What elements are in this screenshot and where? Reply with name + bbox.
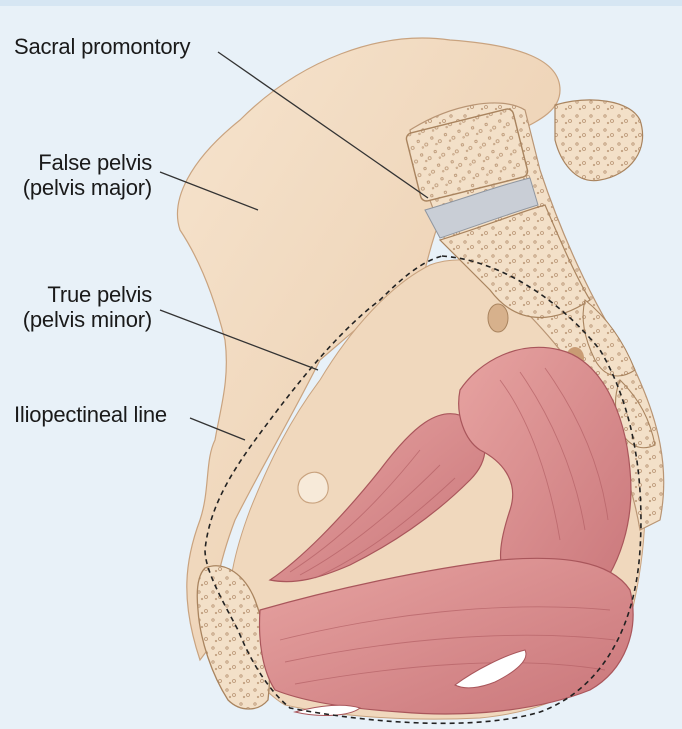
leader-iliopectineal-line [189, 417, 246, 441]
leader-false-pelvis [159, 171, 259, 211]
hip-bone [176, 37, 561, 662]
leader-true-pelvis [159, 309, 319, 371]
label-sacral-promontory: Sacral promontory [14, 34, 191, 59]
sacral-vertebra-1 [405, 108, 529, 202]
label-iliopectineal-line-text: Iliopectineal line [14, 402, 167, 427]
label-iliopectineal-line: Iliopectineal line [14, 402, 167, 427]
label-false-pelvis: False pelvis (pelvis major) [10, 150, 152, 200]
true-pelvis-boundary [204, 255, 642, 725]
intervertebral-disc [424, 177, 539, 239]
label-true-pelvis-line2: (pelvis minor) [22, 307, 152, 332]
muscle-fibers [279, 367, 616, 685]
pubic-bone [196, 565, 271, 710]
sacral-foramen [487, 303, 509, 333]
label-false-pelvis-line1: False pelvis [38, 150, 152, 175]
label-false-pelvis-line2: (pelvis major) [22, 175, 152, 200]
urogenital-hiatus [454, 649, 527, 689]
label-true-pelvis: True pelvis (pelvis minor) [10, 282, 152, 332]
sacral-vertebra-2 [438, 204, 591, 319]
leader-sacral-promontory [217, 51, 429, 199]
label-true-pelvis-line1: True pelvis [47, 282, 152, 307]
obturator-foramen [297, 471, 329, 504]
leader-lines [159, 51, 429, 441]
label-sacral-promontory-text: Sacral promontory [14, 34, 191, 59]
lumbar-vertebra [554, 99, 644, 182]
